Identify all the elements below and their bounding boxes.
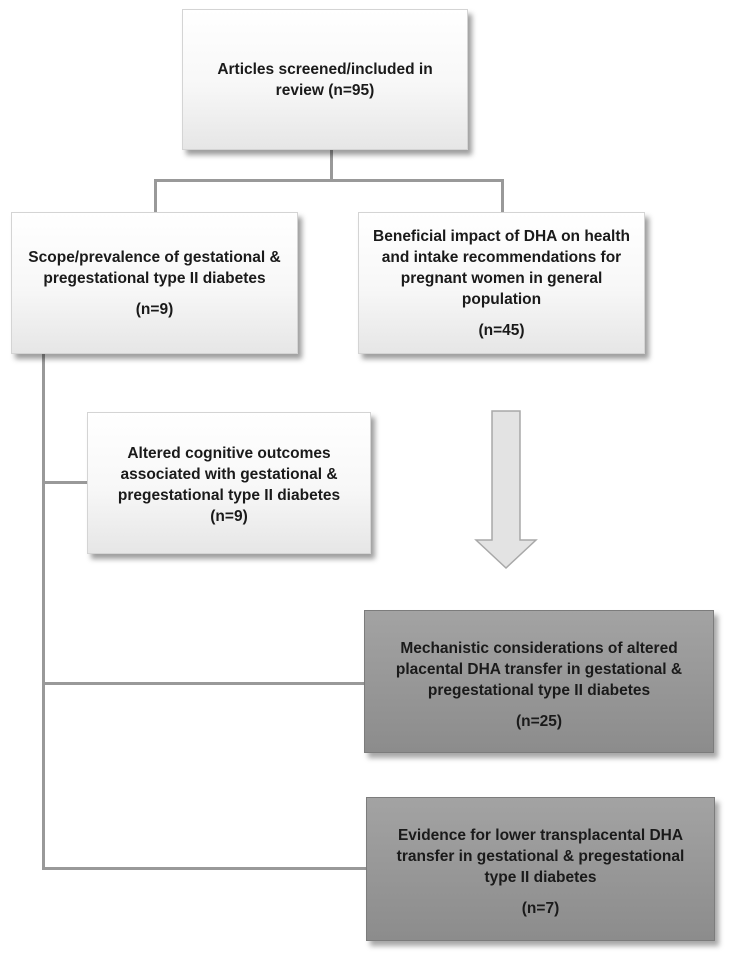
connector-spine (42, 333, 45, 870)
scope-box-line-1: Scope/prevalence of gestational & (28, 249, 281, 266)
benefit-box-line-3: pregnant women in general (400, 270, 603, 287)
scope-box-count: (n=9) (135, 301, 174, 318)
cognitive-box: Altered cognitive outcomes associated wi… (87, 412, 371, 554)
root-box: Articles screened/included in review (n=… (182, 9, 468, 150)
benefit-box-line-1: Beneficial impact of DHA on health (373, 228, 630, 245)
benefit-box-line-2: and intake recommendations for (381, 249, 622, 266)
mechanistic-box-count: (n=25) (515, 713, 563, 730)
evidence-box-line-3: type II diabetes (484, 869, 597, 886)
mechanistic-box: Mechanistic considerations of altered pl… (364, 610, 714, 753)
evidence-box: Evidence for lower transplacental DHA tr… (366, 797, 715, 941)
connector-to-scope (154, 179, 157, 212)
evidence-box-count: (n=7) (521, 900, 560, 917)
benefit-box-line-4: population (461, 291, 542, 308)
down-arrow-icon (474, 410, 538, 570)
connector-to-benefit (501, 179, 504, 212)
cognitive-box-count: (n=9) (210, 508, 248, 525)
connector-horizontal-top (154, 179, 504, 182)
connector-to-mechanistic (42, 682, 364, 685)
evidence-box-line-1: Evidence for lower transplacental DHA (397, 827, 684, 844)
scope-box: Scope/prevalence of gestational & preges… (11, 212, 298, 354)
cognitive-box-line-3: pregestational type II diabetes (117, 487, 341, 504)
scope-box-line-2: pregestational type II diabetes (43, 270, 266, 287)
connector-to-cognitive (42, 481, 88, 484)
mechanistic-box-line-3: pregestational type II diabetes (427, 682, 651, 699)
evidence-box-line-2: transfer in gestational & pregestational (396, 848, 685, 865)
cognitive-box-line-1: Altered cognitive outcomes (127, 445, 331, 462)
cognitive-box-line-2: associated with gestational & (120, 466, 338, 483)
connector-to-evidence (42, 867, 366, 870)
benefit-box: Beneficial impact of DHA on health and i… (358, 212, 645, 354)
mechanistic-box-line-1: Mechanistic considerations of altered (400, 640, 678, 657)
connector-root-down (330, 150, 333, 181)
mechanistic-box-line-2: placental DHA transfer in gestational & (395, 661, 683, 678)
benefit-box-count: (n=45) (478, 322, 525, 339)
root-box-line-2: review (n=95) (275, 81, 375, 99)
root-box-line-1: Articles screened/included in (217, 60, 433, 78)
